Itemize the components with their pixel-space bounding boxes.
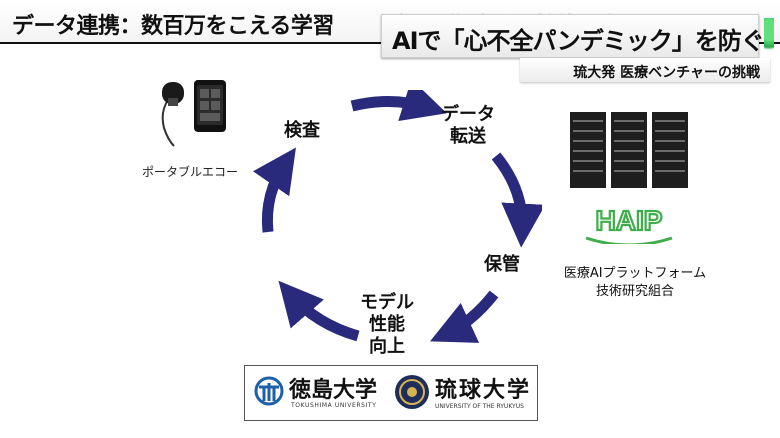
news-headline-banner: AIで「心不全パンデミック」を防ぐ [381,14,765,58]
cycle-arrows [252,90,542,343]
news-headline: AIで「心不全パンデミック」を防ぐ [392,27,765,55]
news-subheadline: 琉大発 医療ベンチャーの挑戦 [573,65,760,81]
cycle-node-improve: モデル 性能 向上 [360,292,414,357]
arrow-to-exam [252,147,296,233]
arrow-to-exam-lower [278,280,360,342]
haip-logo: HAIP [585,204,673,244]
arrow-to-improve [430,290,499,343]
device-label: ポータブルエコー [142,165,239,179]
svg-text:HAIP: HAIP [596,205,663,236]
arrow-to-store [491,152,542,248]
consortium-name-line2: 技術研究組合 [595,284,674,299]
ryukyu-university-name: 琉球大学 [435,377,532,403]
news-subheadline-banner: 琉大発 医療ベンチャーの挑戦 [520,58,770,82]
arrow-to-transfer [350,90,447,122]
slide-title: データ連携：数百万をこえる学習 [12,14,334,39]
university-logos: 徳島大学 TOKUSHIMA UNIVERSITY 琉球大学 UNIVERSIT… [244,365,538,421]
tokushima-university-name: 徳島大学 [289,377,378,403]
cycle-node-store: 保管 [484,254,520,275]
tokushima-university-english: TOKUSHIMA UNIVERSITY [291,402,377,409]
broadcast-indicator-icon [764,18,774,58]
tokushima-university-emblem [254,376,284,406]
server-rack-icon [570,112,688,188]
cycle-node-transfer: データ 転送 [441,104,495,147]
portable-echo-device-icon [161,80,226,147]
cycle-node-exam: 検査 [284,120,320,141]
consortium-name-line1: 医療AIプラットフォーム [563,266,707,281]
ryukyu-university-emblem [395,375,429,409]
ryukyu-university-english: UNIVERSITY OF THE RYUKYUS [435,403,524,410]
